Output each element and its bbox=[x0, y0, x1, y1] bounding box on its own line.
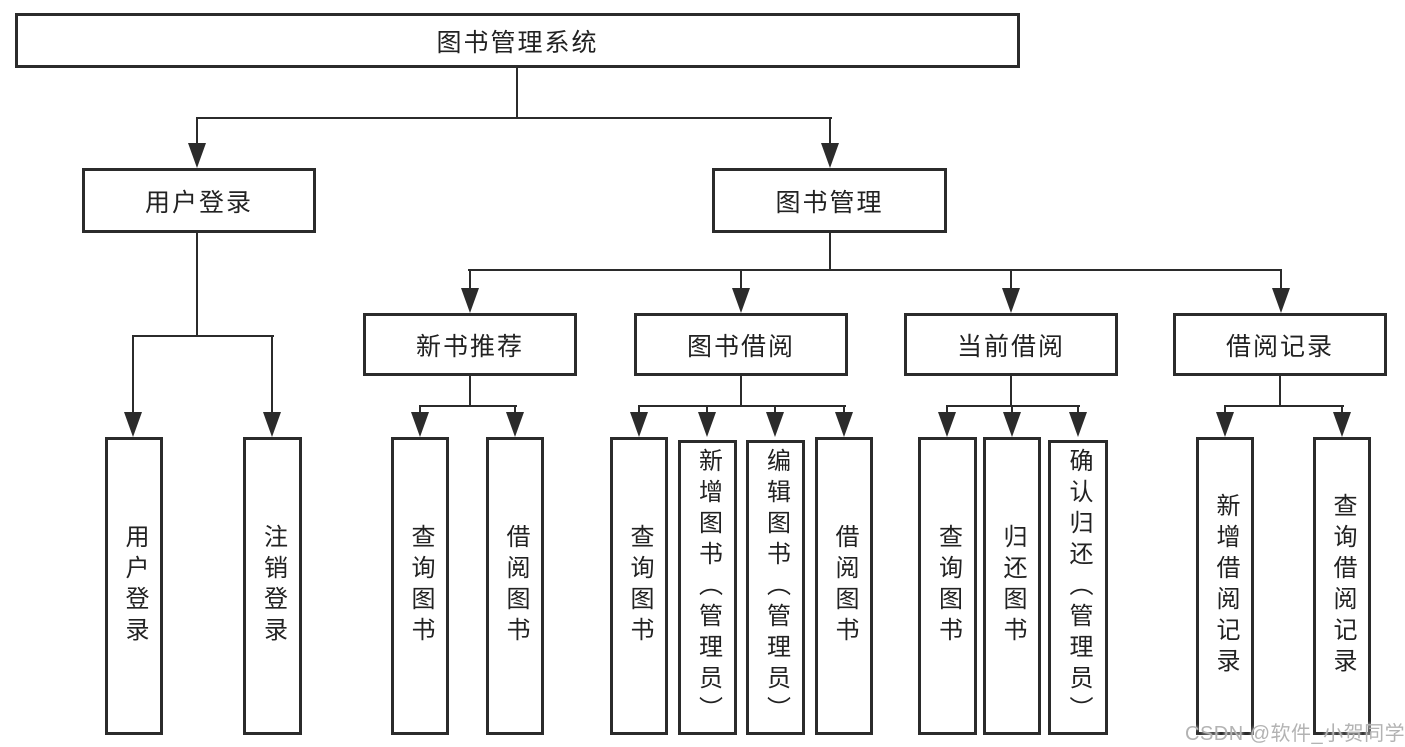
connector-current-borrow-rail bbox=[946, 405, 1080, 407]
connector-stub bbox=[774, 405, 776, 414]
node-book-borrow: 图书借阅 bbox=[634, 313, 848, 376]
root-box-library-management-system: 图书管理系统 bbox=[15, 13, 1020, 68]
connector-level3-rail bbox=[468, 269, 1282, 271]
connector-new-book-drop bbox=[469, 374, 471, 407]
node-new-book-recommend-label: 新书推荐 bbox=[415, 332, 524, 361]
node-book-management: 图书管理 bbox=[712, 168, 947, 233]
node-user-login: 用户登录 bbox=[82, 168, 316, 233]
leaf-borrow-add-books-admin-label: 新增图书（管理员） bbox=[694, 448, 722, 727]
arrow-down-icon bbox=[1272, 288, 1290, 313]
connector-stub-user-login bbox=[196, 117, 198, 145]
connector-stub-new-book bbox=[469, 269, 471, 290]
root-label: 图书管理系统 bbox=[436, 28, 599, 57]
connector-book-borrow-rail bbox=[638, 405, 846, 407]
csdn-watermark: CSDN @软件_小贺同学 bbox=[1185, 723, 1405, 745]
arrow-down-icon bbox=[124, 412, 142, 437]
node-borrow-records-label: 借阅记录 bbox=[1225, 332, 1334, 361]
arrow-down-icon bbox=[1333, 412, 1351, 437]
arrow-down-icon bbox=[1069, 412, 1087, 437]
node-current-borrow: 当前借阅 bbox=[904, 313, 1118, 376]
connector-stub-borrow-records bbox=[1280, 269, 1282, 290]
connector-stub bbox=[1224, 405, 1226, 414]
connector-stub bbox=[419, 405, 421, 414]
leaf-recommend-query-books-label: 查询图书 bbox=[407, 524, 434, 648]
arrow-down-icon bbox=[630, 412, 648, 437]
leaf-logout: 注销登录 bbox=[243, 437, 302, 735]
arrow-down-icon bbox=[461, 288, 479, 313]
connector-book-borrow-drop bbox=[740, 374, 742, 407]
connector-stub-book-borrow bbox=[740, 269, 742, 290]
leaf-borrow-query-books-label: 查询图书 bbox=[626, 524, 653, 648]
arrow-down-icon bbox=[506, 412, 524, 437]
arrow-down-icon bbox=[263, 412, 281, 437]
leaf-records-query-borrow-record-label: 查询借阅记录 bbox=[1329, 493, 1356, 679]
leaf-current-query-books: 查询图书 bbox=[918, 437, 977, 735]
arrow-down-icon bbox=[188, 143, 206, 168]
leaf-recommend-query-books: 查询图书 bbox=[391, 437, 449, 735]
connector-root-drop bbox=[516, 68, 518, 119]
connector-stub bbox=[1341, 405, 1343, 414]
connector-stub bbox=[946, 405, 948, 414]
leaf-borrow-borrow-books: 借阅图书 bbox=[815, 437, 873, 735]
leaf-current-confirm-return-admin-label: 确认归还（管理员） bbox=[1065, 448, 1092, 727]
leaf-borrow-edit-books-admin: 编辑图书（管理员） bbox=[746, 440, 805, 735]
node-borrow-records: 借阅记录 bbox=[1173, 313, 1387, 376]
connector-stub bbox=[843, 405, 845, 414]
arrow-down-icon bbox=[732, 288, 750, 313]
leaf-current-return-books: 归还图书 bbox=[983, 437, 1041, 735]
leaf-current-query-books-label: 查询图书 bbox=[934, 524, 962, 648]
connector-book-management-drop bbox=[829, 231, 831, 271]
arrow-down-icon bbox=[1216, 412, 1234, 437]
connector-level2-rail bbox=[196, 117, 832, 119]
connector-stub-book-management bbox=[829, 117, 831, 145]
node-book-management-label: 图书管理 bbox=[775, 188, 884, 217]
arrow-down-icon bbox=[1002, 288, 1020, 313]
connector-stub-leaf-user-login bbox=[132, 335, 134, 414]
connector-user-login-rail bbox=[132, 335, 274, 337]
arrow-down-icon bbox=[698, 412, 716, 437]
node-book-borrow-label: 图书借阅 bbox=[686, 332, 795, 361]
arrow-down-icon bbox=[411, 412, 429, 437]
node-new-book-recommend: 新书推荐 bbox=[363, 313, 577, 376]
leaf-borrow-query-books: 查询图书 bbox=[610, 437, 668, 735]
connector-user-login-drop bbox=[196, 231, 198, 337]
leaf-logout-label: 注销登录 bbox=[259, 524, 287, 648]
connector-stub bbox=[638, 405, 640, 414]
leaf-user-login: 用户登录 bbox=[105, 437, 163, 735]
leaf-recommend-borrow-books: 借阅图书 bbox=[486, 437, 544, 735]
leaf-current-confirm-return-admin: 确认归还（管理员） bbox=[1048, 440, 1108, 735]
leaf-records-add-borrow-record-label: 新增借阅记录 bbox=[1212, 493, 1239, 679]
connector-new-book-rail bbox=[419, 405, 517, 407]
connector-stub bbox=[1077, 405, 1079, 414]
arrow-down-icon bbox=[938, 412, 956, 437]
leaf-borrow-add-books-admin: 新增图书（管理员） bbox=[678, 440, 737, 735]
connector-stub bbox=[514, 405, 516, 414]
connector-stub-leaf-logout bbox=[271, 335, 273, 414]
connector-borrow-records-rail bbox=[1224, 405, 1344, 407]
leaf-current-return-books-label: 归还图书 bbox=[999, 524, 1026, 648]
connector-stub bbox=[1011, 405, 1013, 414]
arrow-down-icon bbox=[821, 143, 839, 168]
arrow-down-icon bbox=[1003, 412, 1021, 437]
leaf-records-add-borrow-record: 新增借阅记录 bbox=[1196, 437, 1254, 735]
leaf-borrow-borrow-books-label: 借阅图书 bbox=[831, 524, 858, 648]
arrow-down-icon bbox=[835, 412, 853, 437]
leaf-recommend-borrow-books-label: 借阅图书 bbox=[502, 524, 529, 648]
node-current-borrow-label: 当前借阅 bbox=[956, 332, 1065, 361]
connector-stub bbox=[706, 405, 708, 414]
leaf-user-login-label: 用户登录 bbox=[121, 524, 148, 648]
connector-borrow-records-drop bbox=[1279, 374, 1281, 407]
leaf-borrow-edit-books-admin-label: 编辑图书（管理员） bbox=[762, 448, 790, 727]
connector-current-borrow-drop bbox=[1010, 374, 1012, 407]
leaf-records-query-borrow-record: 查询借阅记录 bbox=[1313, 437, 1371, 735]
node-user-login-label: 用户登录 bbox=[144, 188, 253, 217]
arrow-down-icon bbox=[766, 412, 784, 437]
connector-stub-current-borrow bbox=[1010, 269, 1012, 290]
